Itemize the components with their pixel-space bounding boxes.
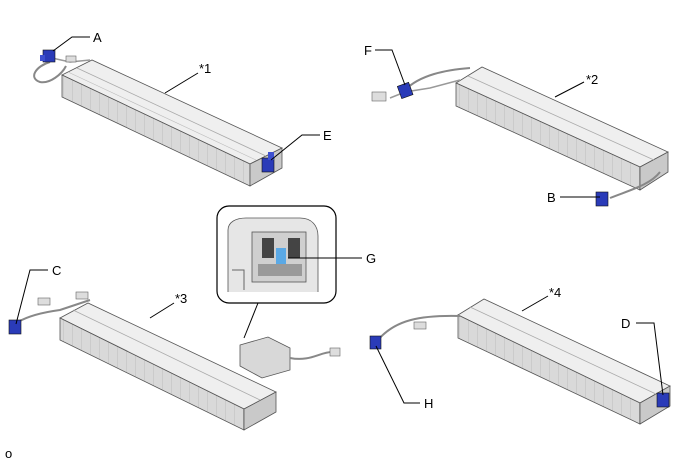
label-module-4: *4 [549,285,561,300]
connector-h [369,335,382,350]
connector-a [40,49,56,63]
label-e: E [323,128,332,143]
connector-c [8,319,22,335]
highlight-g [276,248,286,264]
connector-e [261,152,275,173]
leader-lines [15,36,664,404]
label-module-1: *1 [199,61,211,76]
label-a: A [93,30,102,45]
battery-module-2 [371,66,669,199]
label-g: G [366,251,376,266]
connector-b [595,191,609,207]
battery-module-4 [377,298,671,425]
label-c: C [52,263,61,278]
label-b: B [547,190,556,205]
label-d: D [621,316,630,331]
corner-mark: o [5,446,12,461]
battery-module-3 [17,291,341,431]
inset-detail [216,205,337,339]
label-module-2: *2 [586,72,598,87]
label-f: F [364,43,372,58]
label-h: H [424,396,433,411]
label-module-3: *3 [175,291,187,306]
connector-d [656,392,670,408]
battery-module-1 [33,55,283,187]
connector-f [396,81,414,100]
